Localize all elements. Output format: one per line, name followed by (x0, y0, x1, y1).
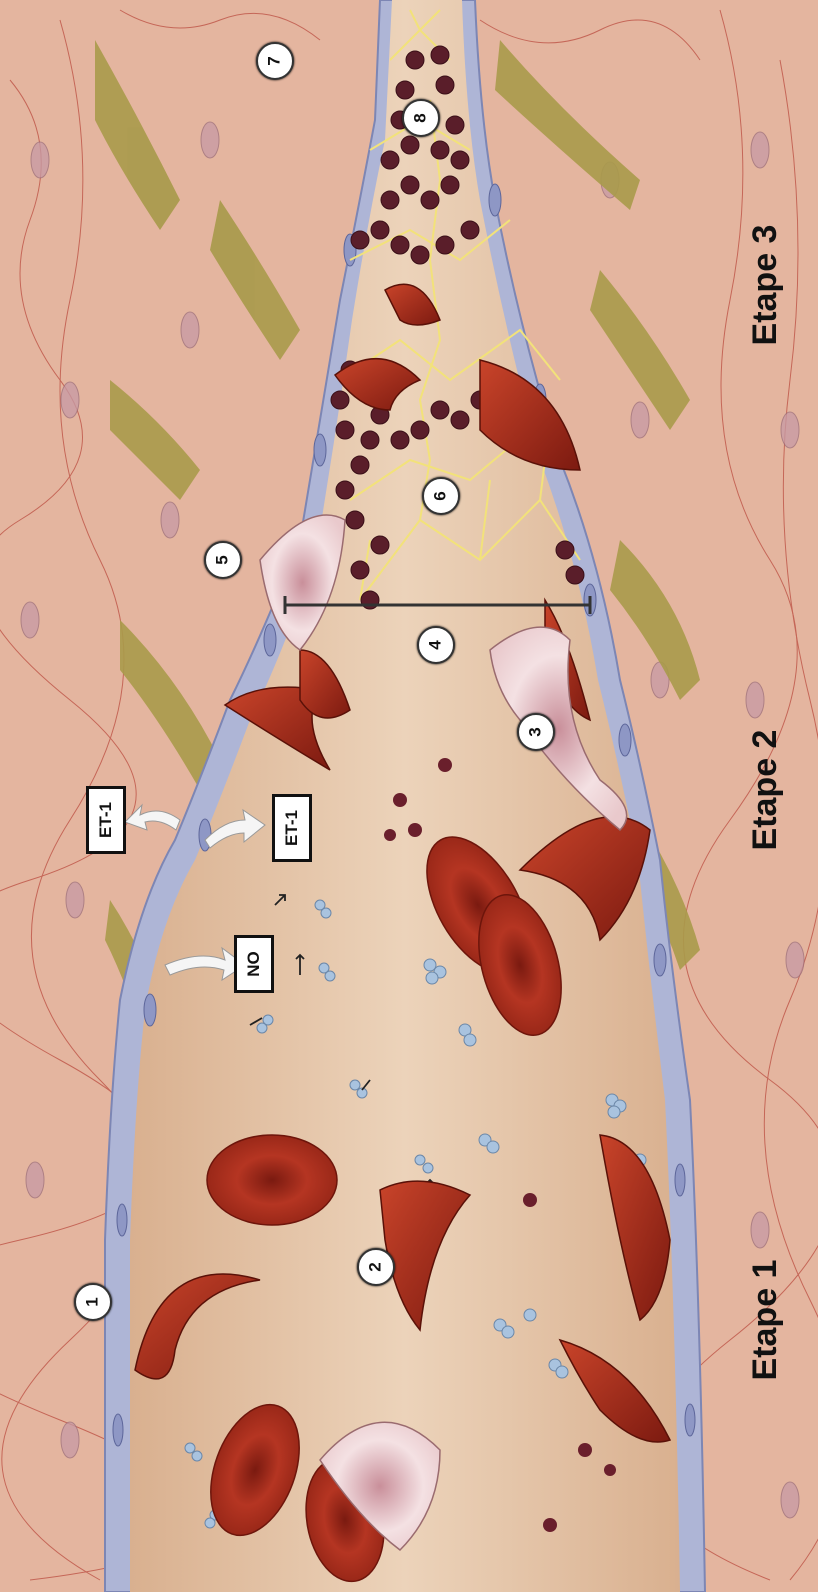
marker-8: 8 (402, 99, 440, 137)
stage-label-3: Etape 3 (745, 220, 785, 350)
marker-5-label: 5 (213, 555, 233, 564)
et1-bottom-label: ET-1 (282, 810, 302, 846)
marker-1-label: 1 (83, 1297, 103, 1306)
no-label-box: NO (234, 935, 274, 993)
marker-3-label: 3 (526, 727, 546, 736)
marker-4-label: 4 (426, 640, 446, 649)
marker-6: 6 (422, 477, 460, 515)
marker-4: 4 (417, 626, 455, 664)
stage-label-2: Etape 2 (745, 725, 785, 855)
marker-3: 3 (517, 713, 555, 751)
marker-1: 1 (74, 1283, 112, 1321)
marker-7-label: 7 (265, 56, 285, 65)
et1-top-box: ET-1 (86, 786, 126, 854)
stage-label-1: Etape 1 (745, 1255, 785, 1385)
marker-2-label: 2 (366, 1262, 386, 1271)
marker-8-label: 8 (411, 113, 431, 122)
marker-2: 2 (357, 1248, 395, 1286)
marker-6-label: 6 (431, 491, 451, 500)
marker-7: 7 (256, 42, 294, 80)
marker-5: 5 (204, 541, 242, 579)
no-label: NO (244, 951, 264, 977)
et1-top-label: ET-1 (96, 802, 116, 838)
et1-bottom-box: ET-1 (272, 794, 312, 862)
